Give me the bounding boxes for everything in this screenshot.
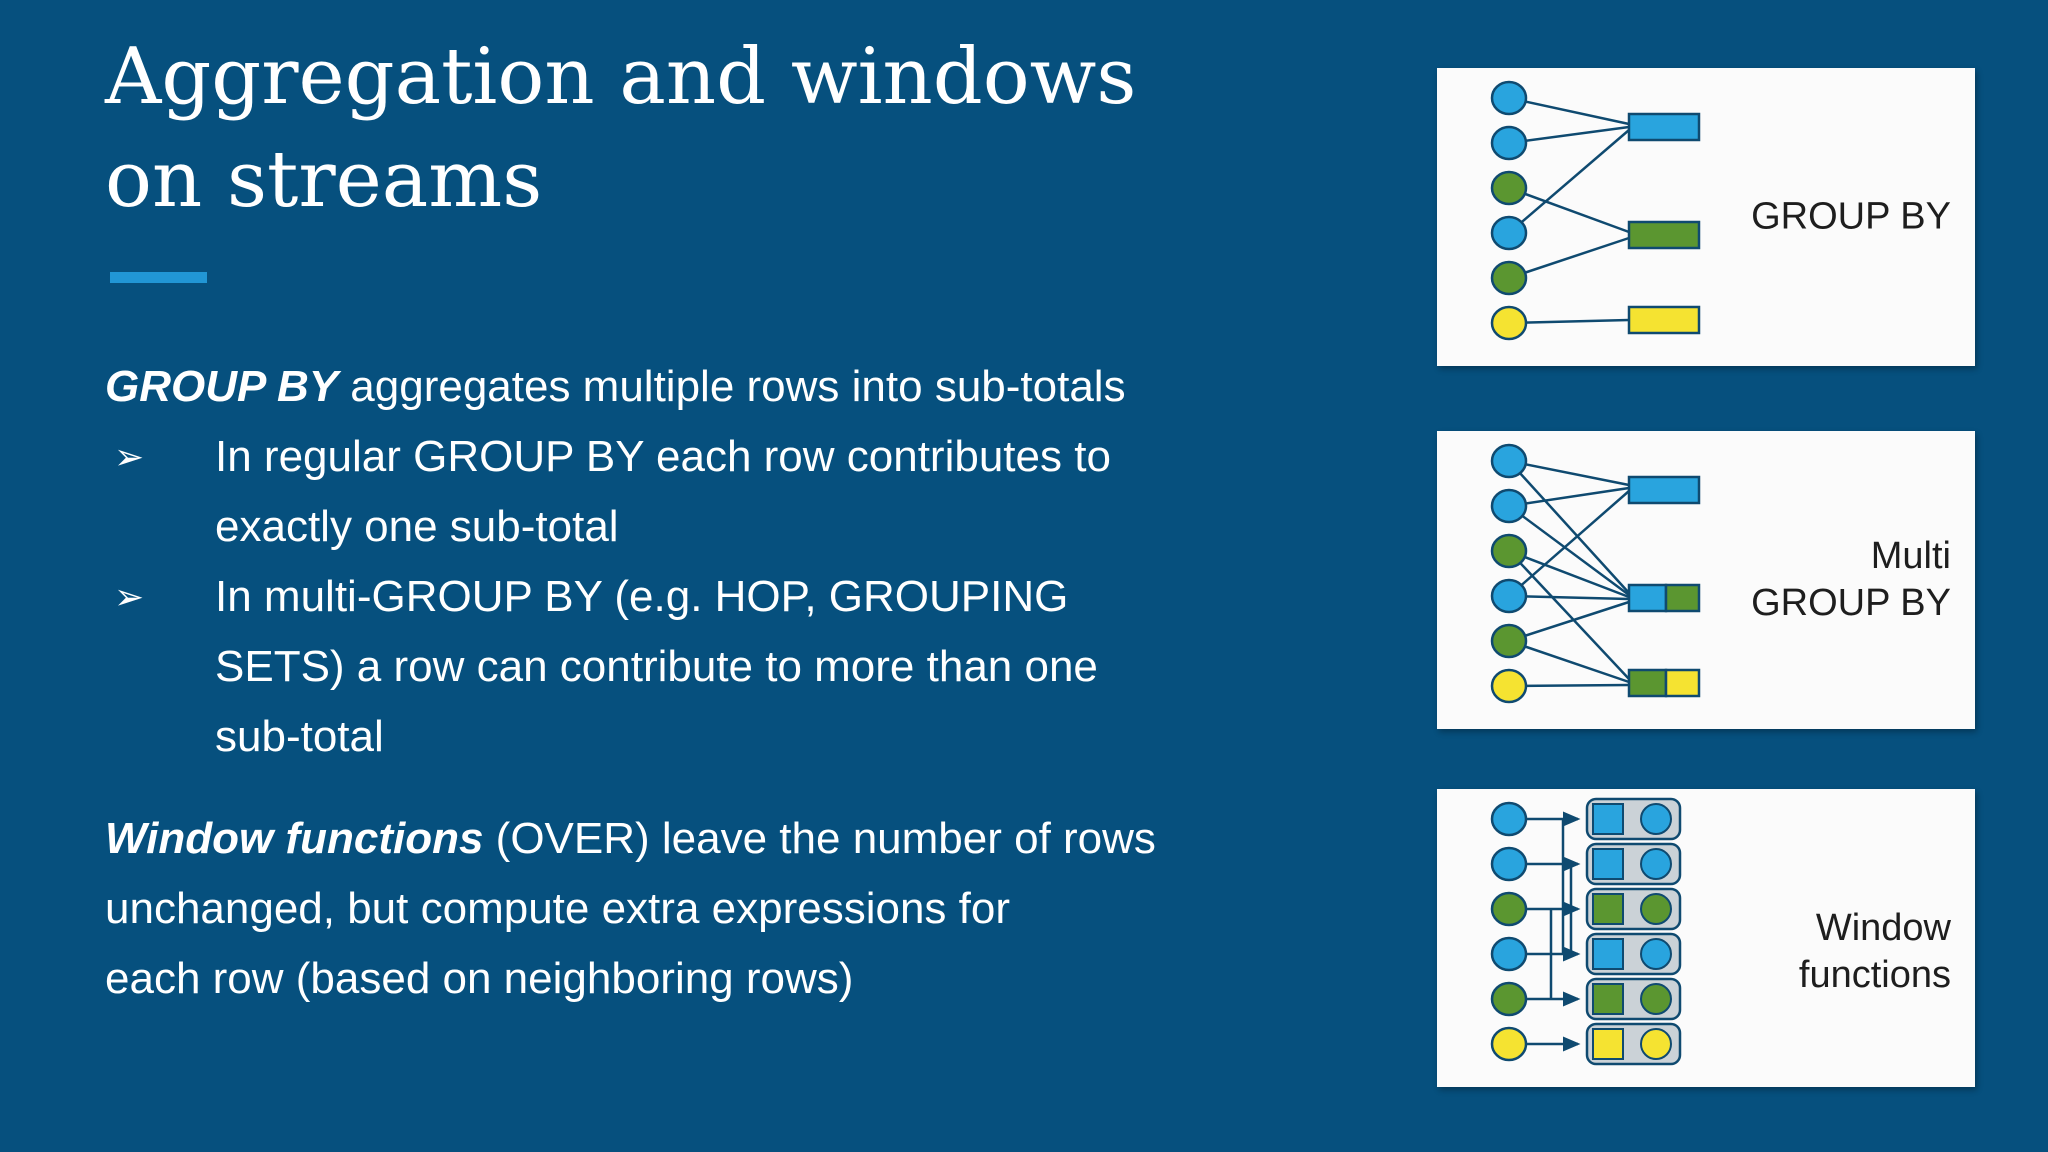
subtotal-rect-yellow — [1627, 305, 1701, 335]
input-circle-blue — [1490, 215, 1528, 251]
panel-label: Multi GROUP BY — [1751, 535, 1951, 624]
window-row-green — [1585, 977, 1682, 1021]
input-circle-blue — [1490, 125, 1528, 161]
paragraph-group-by: GROUP BY aggregates multiple rows into s… — [105, 352, 1375, 422]
input-circle-green — [1490, 981, 1528, 1017]
group-by-diagram — [1490, 80, 1701, 341]
bullet-multi-group-by-text: In multi-GROUP BY (e.g. HOP, GROUPING SE… — [215, 572, 1098, 761]
multi-group-by-diagram — [1490, 443, 1701, 704]
input-row-circles — [1490, 80, 1528, 341]
connection-lines — [1508, 459, 1630, 688]
subtotal-rects — [1627, 112, 1701, 335]
paragraph-window-functions: Window functions (OVER) leave the number… — [105, 804, 1375, 1014]
input-circle-green — [1490, 533, 1528, 569]
paragraph-window-functions-rest: (OVER) leave the number of rows unchange… — [105, 814, 1156, 1003]
output-window-rows — [1585, 797, 1682, 1066]
subtotal-rect-green-half — [1627, 668, 1668, 698]
window-row-green — [1585, 887, 1682, 931]
window-functions-term: Window functions — [105, 814, 484, 863]
input-row-circles — [1490, 801, 1528, 1062]
title-accent-bar — [110, 272, 207, 283]
subtotal-rect-blue — [1627, 475, 1701, 505]
input-circle-yellow — [1490, 668, 1528, 704]
input-circle-blue — [1490, 936, 1528, 972]
window-row-blue — [1585, 932, 1682, 976]
window-functions-panel: Window functions — [1437, 789, 1975, 1087]
input-circle-green — [1490, 623, 1528, 659]
group-by-term: GROUP BY — [105, 362, 339, 411]
subtotal-rects — [1627, 475, 1701, 698]
connection-lines — [1508, 96, 1630, 325]
subtotal-rect-green — [1627, 220, 1701, 250]
input-row-circles — [1490, 443, 1528, 704]
group-by-panel: GROUP BY — [1437, 68, 1975, 366]
bullet-regular-group-by-text: In regular GROUP BY each row contributes… — [215, 432, 1111, 551]
input-circle-blue — [1490, 846, 1528, 882]
window-row-yellow — [1585, 1022, 1682, 1066]
subtotal-rect-green-half — [1664, 583, 1701, 613]
input-circle-yellow — [1490, 305, 1528, 341]
window-functions-diagram — [1490, 797, 1682, 1066]
paragraph-group-by-rest: aggregates multiple rows into sub-totals — [338, 362, 1126, 411]
input-circle-green — [1490, 260, 1528, 296]
window-row-blue — [1585, 842, 1682, 886]
bullet-arrowhead-icon: ➢ — [114, 576, 145, 617]
subtotal-rect-yellow-half — [1664, 668, 1701, 698]
subtotal-rect-blue-half — [1627, 583, 1668, 613]
bullet-arrowhead-icon: ➢ — [114, 436, 145, 477]
input-circle-blue — [1490, 578, 1528, 614]
subtotal-rect-blue — [1627, 112, 1701, 142]
slide-body: GROUP BY aggregates multiple rows into s… — [105, 352, 1375, 1014]
input-circle-blue — [1490, 801, 1528, 837]
panel-label: Window functions — [1798, 907, 1951, 996]
page-title: Aggregation and windows on streams — [105, 32, 1137, 225]
input-circle-blue — [1490, 443, 1528, 479]
input-circle-green — [1490, 891, 1528, 927]
input-circle-blue — [1490, 80, 1528, 116]
panel-label: GROUP BY — [1751, 195, 1951, 238]
input-circle-blue — [1490, 488, 1528, 524]
bullet-regular-group-by: ➢ In regular GROUP BY each row contribut… — [105, 422, 1375, 562]
multi-group-by-panel: Multi GROUP BY — [1437, 431, 1975, 729]
bullet-multi-group-by: ➢ In multi-GROUP BY (e.g. HOP, GROUPING … — [105, 562, 1375, 772]
input-circle-yellow — [1490, 1026, 1528, 1062]
window-row-blue — [1585, 797, 1682, 841]
input-circle-green — [1490, 170, 1528, 206]
